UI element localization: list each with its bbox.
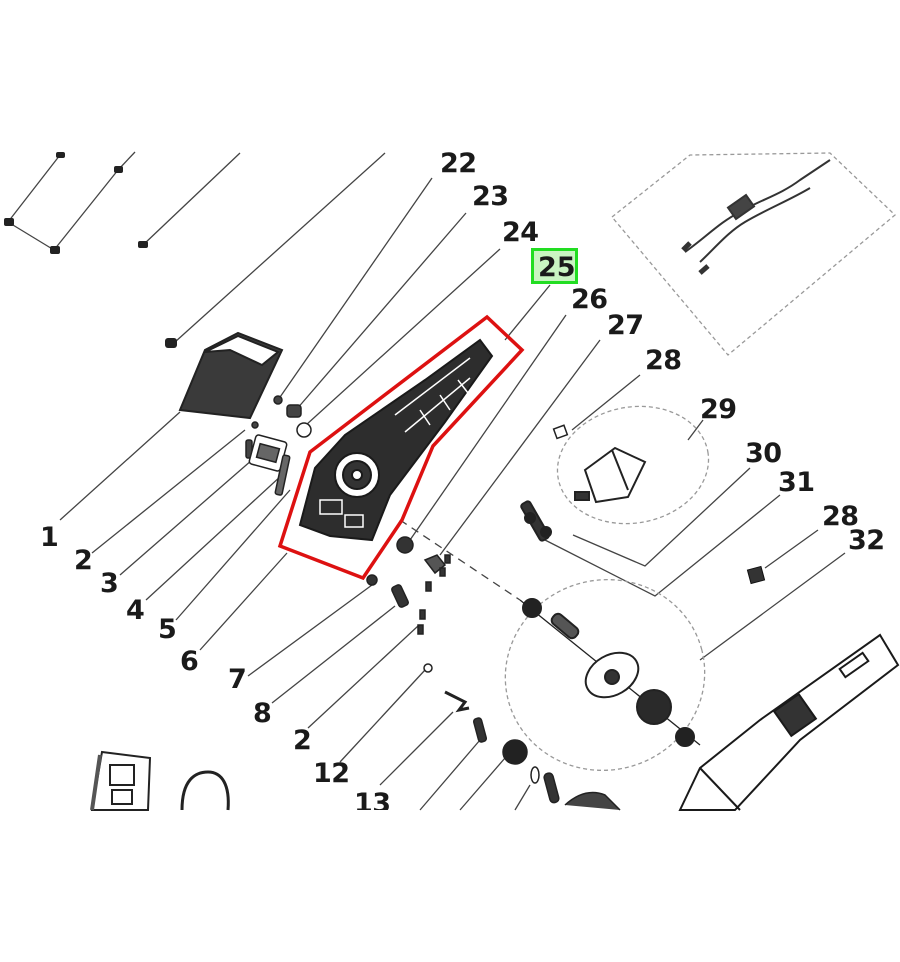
part-label-8: 8 xyxy=(253,698,272,729)
part-label-22: 22 xyxy=(440,148,477,179)
part-label-4: 4 xyxy=(126,595,145,626)
part-label-2: 2 xyxy=(74,545,93,576)
part-label-29: 29 xyxy=(700,394,737,425)
part-label-28: 28 xyxy=(645,345,682,376)
part-label-25-highlighted: 25 xyxy=(531,248,578,284)
part-label-13: 13 xyxy=(354,790,391,810)
part-label-27: 27 xyxy=(607,310,644,341)
part-label-23: 23 xyxy=(472,181,509,212)
part-label-3: 3 xyxy=(100,568,119,599)
part-label-5: 5 xyxy=(158,614,177,645)
part-label-26: 26 xyxy=(571,284,608,315)
highlight-outline xyxy=(277,314,525,581)
part-label-7: 7 xyxy=(228,664,247,695)
part-label-31: 31 xyxy=(778,467,815,498)
part-label-25: 25 xyxy=(538,252,576,283)
part-label-30: 30 xyxy=(745,438,782,469)
part-label-28b: 28 xyxy=(822,501,859,532)
part-label-12: 12 xyxy=(313,758,350,789)
part-label-32: 32 xyxy=(848,525,885,556)
part-label-24: 24 xyxy=(502,217,539,248)
part-label-1: 1 xyxy=(40,522,59,553)
part-label-2b: 2 xyxy=(293,725,312,756)
part-label-6: 6 xyxy=(180,646,199,677)
